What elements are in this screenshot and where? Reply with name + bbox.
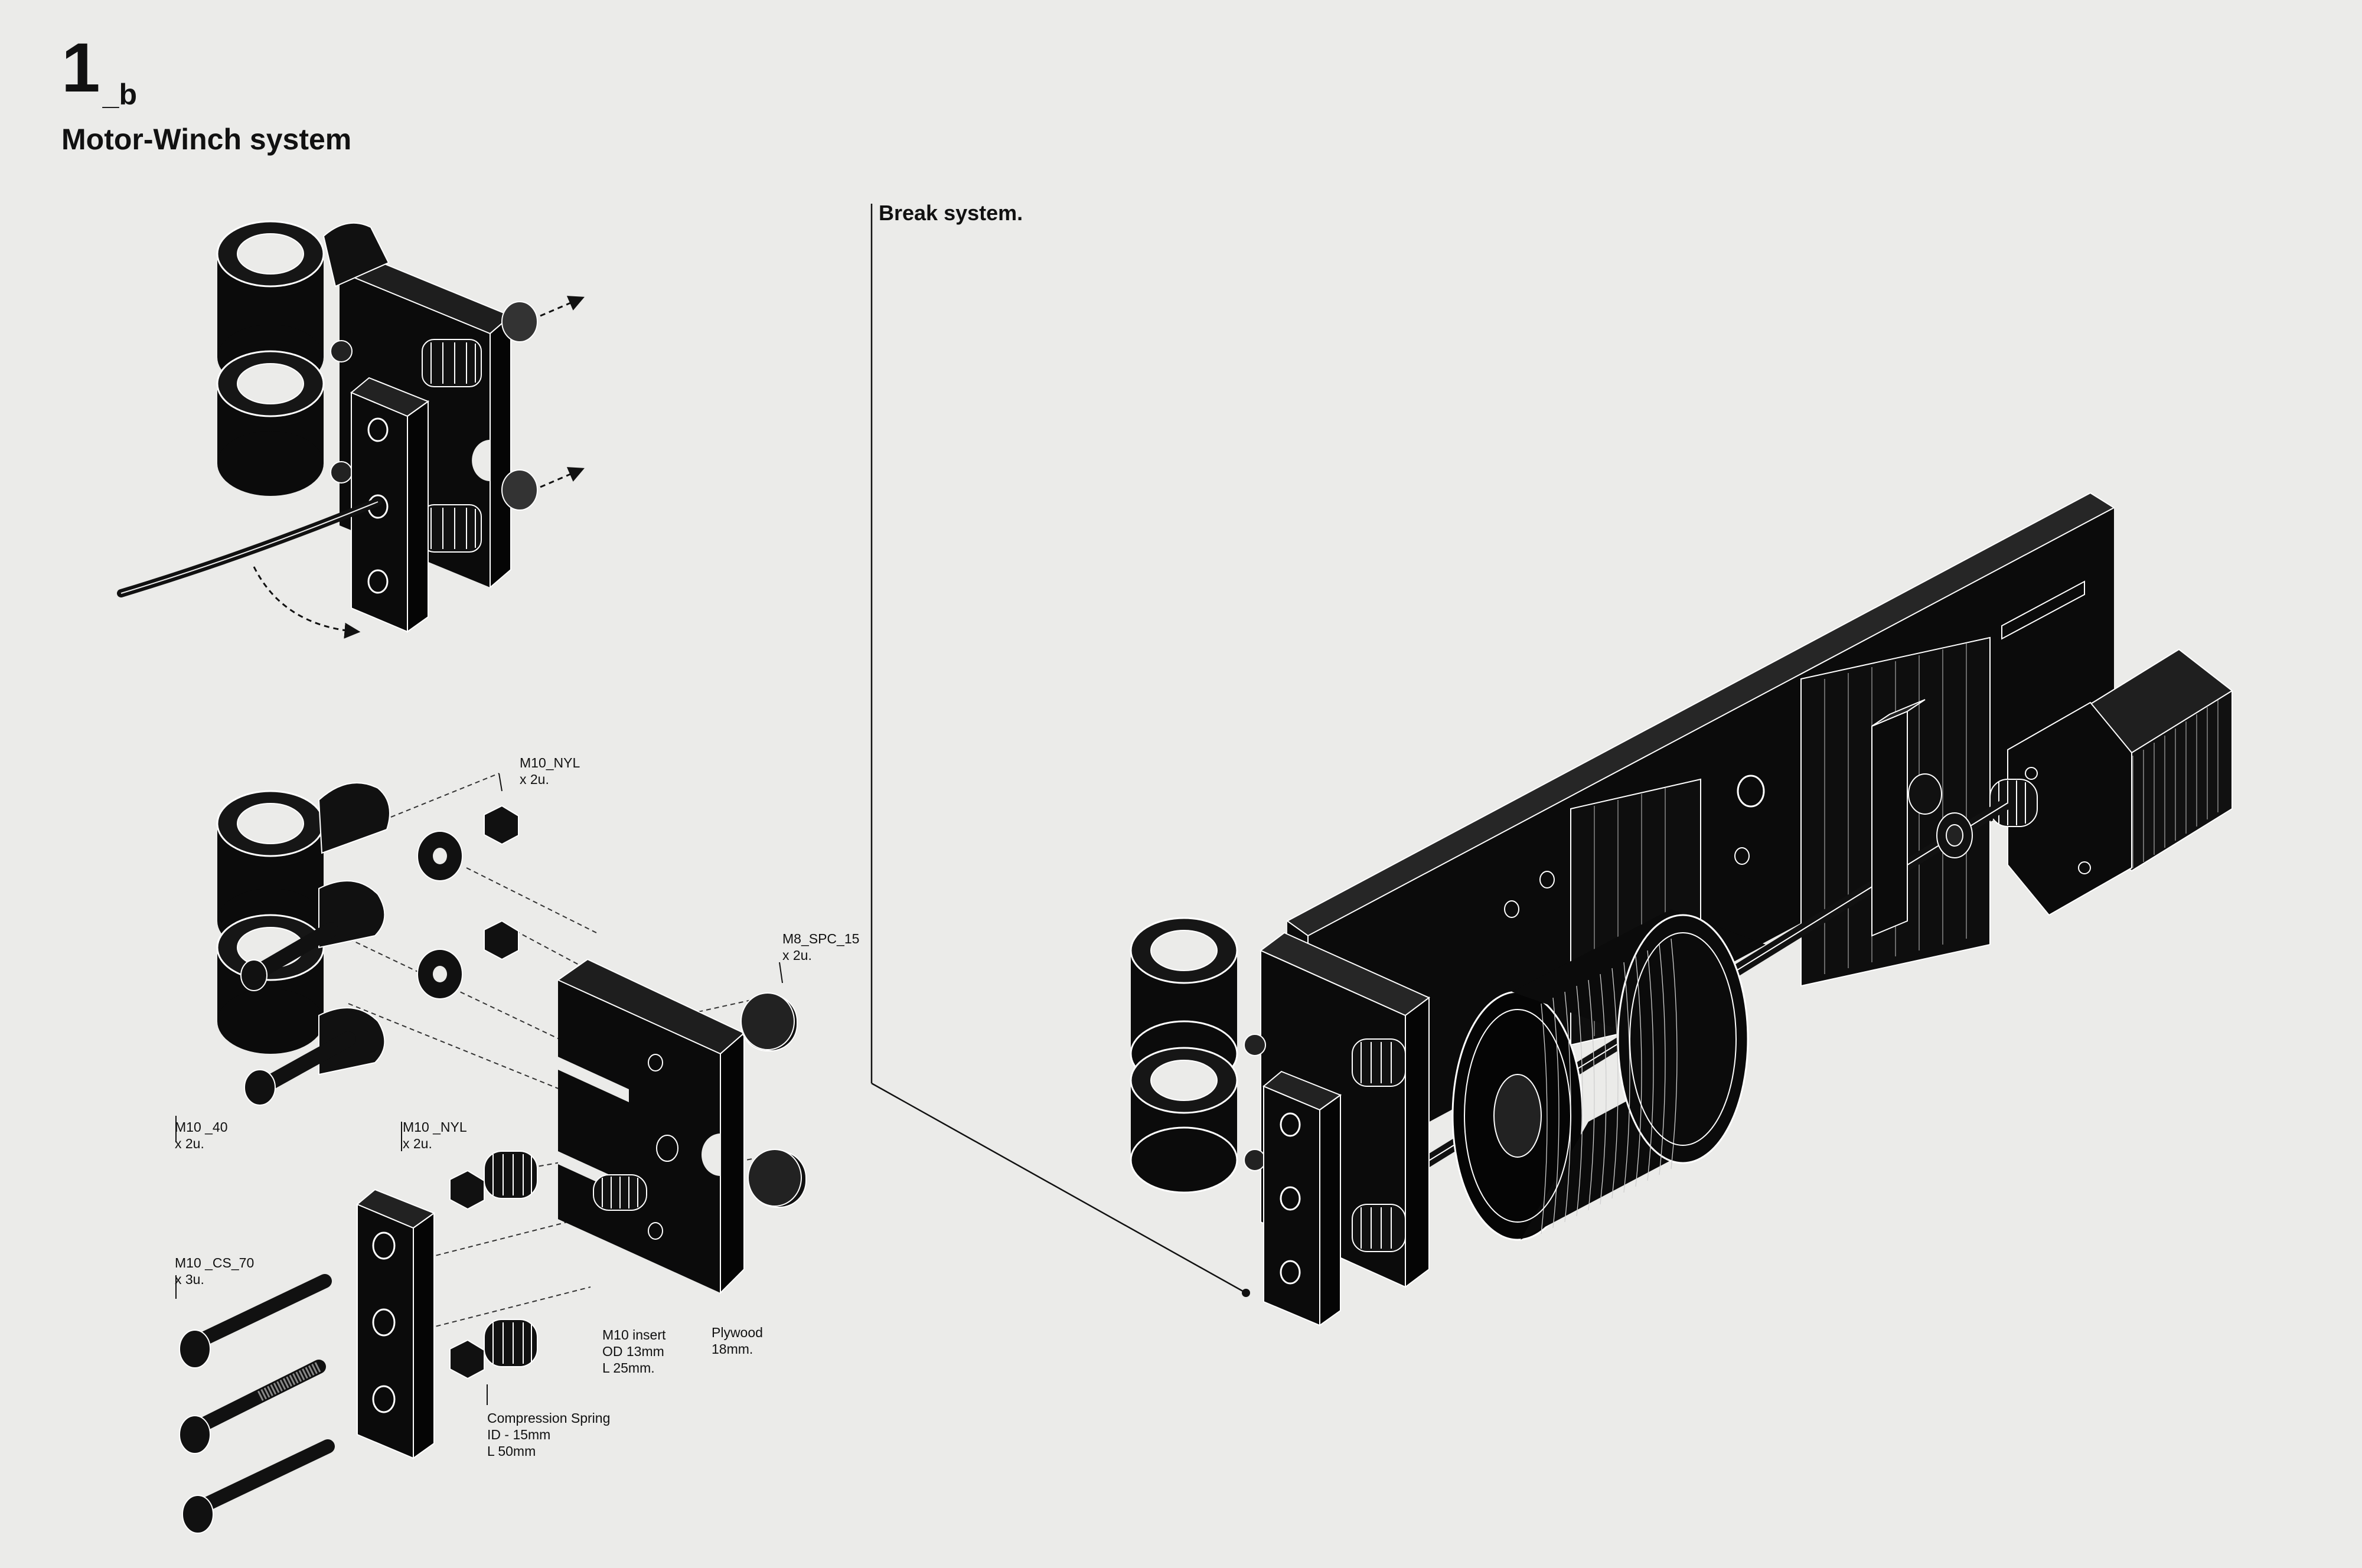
- figure-number-line: 1_b: [61, 33, 351, 112]
- clamp-front-plate: [350, 377, 430, 633]
- brake-cable: [117, 498, 382, 597]
- part-spec: L 25mm.: [602, 1360, 655, 1376]
- shaft-bearing: [1871, 699, 1973, 937]
- winch-spool: [1451, 909, 1766, 1241]
- pipe-clamp-lower: [216, 350, 325, 496]
- winch-pipe-clamp: [1130, 917, 1266, 1194]
- part-name: M10 _40: [175, 1119, 228, 1135]
- label-m10-cs-70: M10 _CS_70 x 3u.: [175, 1255, 254, 1288]
- m10-cs-70-bolt: [179, 1274, 335, 1534]
- label-m8-spc-15: M8_SPC_15 x 2u.: [782, 930, 859, 963]
- compression-spring: [484, 1151, 538, 1367]
- figure-suffix: _b: [102, 78, 137, 111]
- exploded-brake-clamp: [175, 773, 807, 1534]
- compression-spring-pair: [422, 339, 482, 553]
- m8-spacer: [740, 992, 807, 1208]
- part-name: M10 _CS_70: [175, 1255, 255, 1270]
- part-qty: x 2u.: [403, 1136, 432, 1151]
- m10-threaded-insert: [593, 1174, 647, 1211]
- washer: [417, 831, 463, 999]
- part-qty: x 2u.: [520, 772, 549, 787]
- part-name: Compression Spring: [487, 1410, 611, 1426]
- figure-title: Motor-Winch system: [61, 123, 352, 156]
- part-qty: x 3u.: [175, 1272, 204, 1287]
- m10-40-bolt: [240, 922, 356, 1106]
- brake-system-label: Break system.: [879, 201, 1023, 225]
- part-qty: x 2u.: [175, 1136, 204, 1151]
- part-name: M10 _NYL: [403, 1119, 467, 1135]
- part-spec: OD 13mm: [602, 1344, 664, 1359]
- label-m10-nyl-top: M10_NYL x 2u.: [520, 754, 580, 788]
- part-qty: x 2u.: [782, 948, 812, 963]
- spacer-knob: [501, 469, 538, 511]
- part-spec: ID - 15mm: [487, 1427, 551, 1442]
- assembled-brake-clamp: [117, 220, 585, 639]
- label-m10-40: M10 _40 x 2u.: [175, 1119, 228, 1152]
- part-name: M8_SPC_15: [782, 931, 860, 946]
- label-plywood: Plywood 18mm.: [712, 1324, 763, 1357]
- stepper-motor: [2007, 648, 2233, 916]
- spacer-knob: [501, 301, 538, 342]
- m10-nyl-nut: [449, 805, 519, 1380]
- part-name: Plywood: [712, 1325, 763, 1340]
- part-name: M10_NYL: [520, 755, 580, 770]
- plywood-block: [556, 958, 745, 1295]
- assembled-motor-winch: [1130, 492, 2233, 1327]
- label-m10-insert: M10 insert OD 13mm L 25mm.: [602, 1327, 665, 1376]
- callout-dot: [1242, 1289, 1250, 1297]
- label-compression-spring: Compression Spring ID - 15mm L 50mm: [487, 1410, 610, 1459]
- part-spec: L 50mm: [487, 1443, 536, 1459]
- figure-heading: 1_b Motor-Winch system: [61, 33, 351, 156]
- front-strip-plate: [356, 1188, 436, 1459]
- part-name: M10 insert: [602, 1327, 666, 1342]
- brake-callout-leader: [870, 204, 1247, 1294]
- part-spec: 18mm.: [712, 1341, 753, 1357]
- exploded-pipe-clamp: [216, 782, 390, 1076]
- figure-number: 1: [61, 29, 100, 107]
- label-m10-nyl-bottom: M10 _NYL x 2u.: [403, 1119, 467, 1152]
- winch-front-strip: [1262, 1070, 1342, 1327]
